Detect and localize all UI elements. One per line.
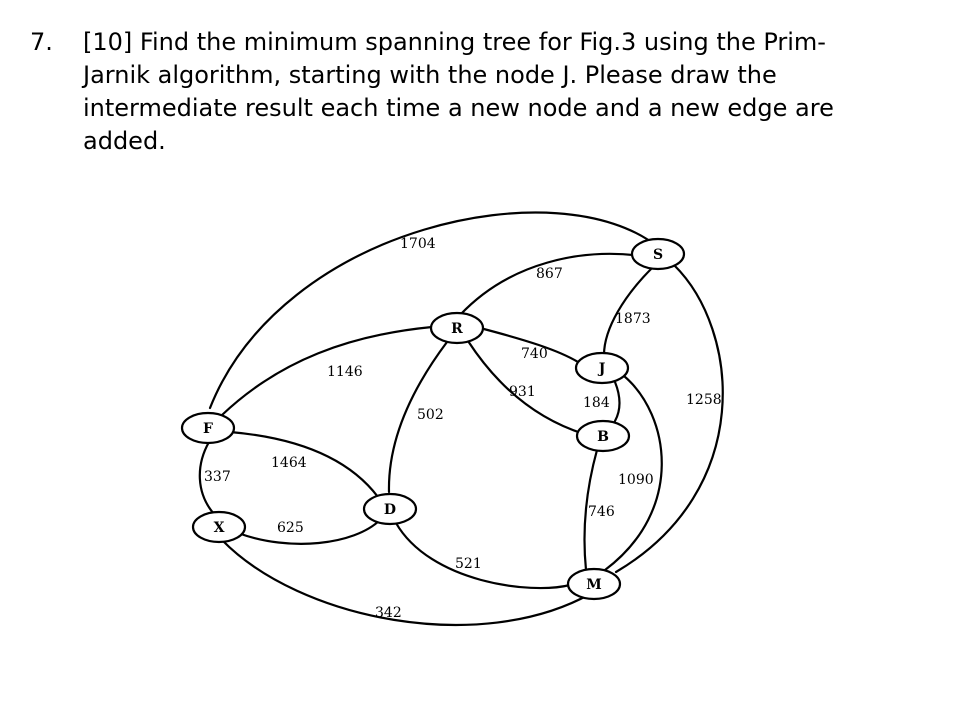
weight-label-j-b: 184 [583, 395, 610, 411]
weight-label-r-b: 931 [509, 384, 536, 400]
edge-j-b [613, 380, 621, 423]
edge-r-j [478, 326, 580, 364]
node-x: X [191, 510, 247, 544]
node-s: S [630, 237, 686, 271]
question-line: Jarnik algorithm, starting with the node… [83, 61, 777, 89]
weight-label-r-s: 867 [536, 266, 563, 282]
node-j-label: J [597, 361, 606, 377]
weight-label-f-x: 337 [204, 469, 231, 485]
weight-label-f-d: 1464 [271, 455, 307, 471]
nodes-layer: S R J B F X D M [180, 237, 686, 601]
node-m-ellipse [566, 567, 622, 601]
node-r-label: R [451, 321, 463, 337]
node-s-ellipse [630, 237, 686, 271]
node-f-ellipse [180, 411, 236, 445]
node-r: R [429, 311, 485, 345]
node-j: J [574, 351, 630, 385]
edge-d-m [394, 521, 572, 590]
node-d-label: D [384, 502, 396, 518]
weight-label-s-j: 1873 [615, 311, 651, 327]
edge-s-m [614, 263, 724, 574]
node-r-ellipse [429, 311, 485, 345]
edge-j-m [603, 374, 663, 572]
weight-label-r-j: 740 [521, 346, 548, 362]
node-x-label: X [214, 520, 225, 536]
edge-f-x [198, 440, 216, 516]
weight-label-b-m: 746 [588, 504, 615, 520]
question-text: [10] Find the minimum spanning tree for … [83, 26, 933, 158]
weight-label-x-m: 342 [375, 605, 402, 621]
node-d: D [362, 492, 418, 526]
question-line: added. [83, 127, 166, 155]
weight-label-r-d: 502 [417, 407, 444, 423]
node-f: F [180, 411, 236, 445]
node-b-ellipse [575, 419, 631, 453]
node-b-label: B [597, 429, 609, 445]
weight-label-f-s: 1704 [400, 236, 436, 252]
edge-r-b [466, 339, 586, 436]
edge-r-d [387, 340, 449, 494]
edge-r-s [458, 252, 644, 317]
edge-s-j [602, 266, 654, 357]
weight-label-s-m: 1258 [686, 392, 722, 408]
edge-b-m [583, 448, 599, 572]
question-line: intermediate result each time a new node… [83, 94, 834, 122]
node-b: B [575, 419, 631, 453]
edges-layer [198, 211, 724, 626]
node-s-label: S [653, 247, 663, 263]
weight-label-f-r: 1146 [327, 364, 363, 380]
weight-label-x-d: 625 [277, 520, 304, 536]
edge-f-r [220, 325, 434, 417]
edge-f-s [208, 211, 660, 410]
node-f-label: F [203, 421, 213, 437]
edge-x-d [236, 518, 382, 545]
edge-x-m [220, 538, 592, 626]
node-m: M [566, 567, 622, 601]
node-d-ellipse [362, 492, 418, 526]
weight-label-j-m: 1090 [618, 472, 654, 488]
edge-weights: 1704 867 1873 1258 740 931 1146 502 184 … [204, 236, 722, 621]
question-line: [10] Find the minimum spanning tree for … [83, 28, 826, 56]
node-m-label: M [586, 577, 602, 593]
edge-f-d [228, 430, 380, 499]
question-number: 7. [30, 28, 53, 56]
weight-label-d-m: 521 [455, 556, 482, 572]
node-x-ellipse [191, 510, 247, 544]
node-j-ellipse [574, 351, 630, 385]
